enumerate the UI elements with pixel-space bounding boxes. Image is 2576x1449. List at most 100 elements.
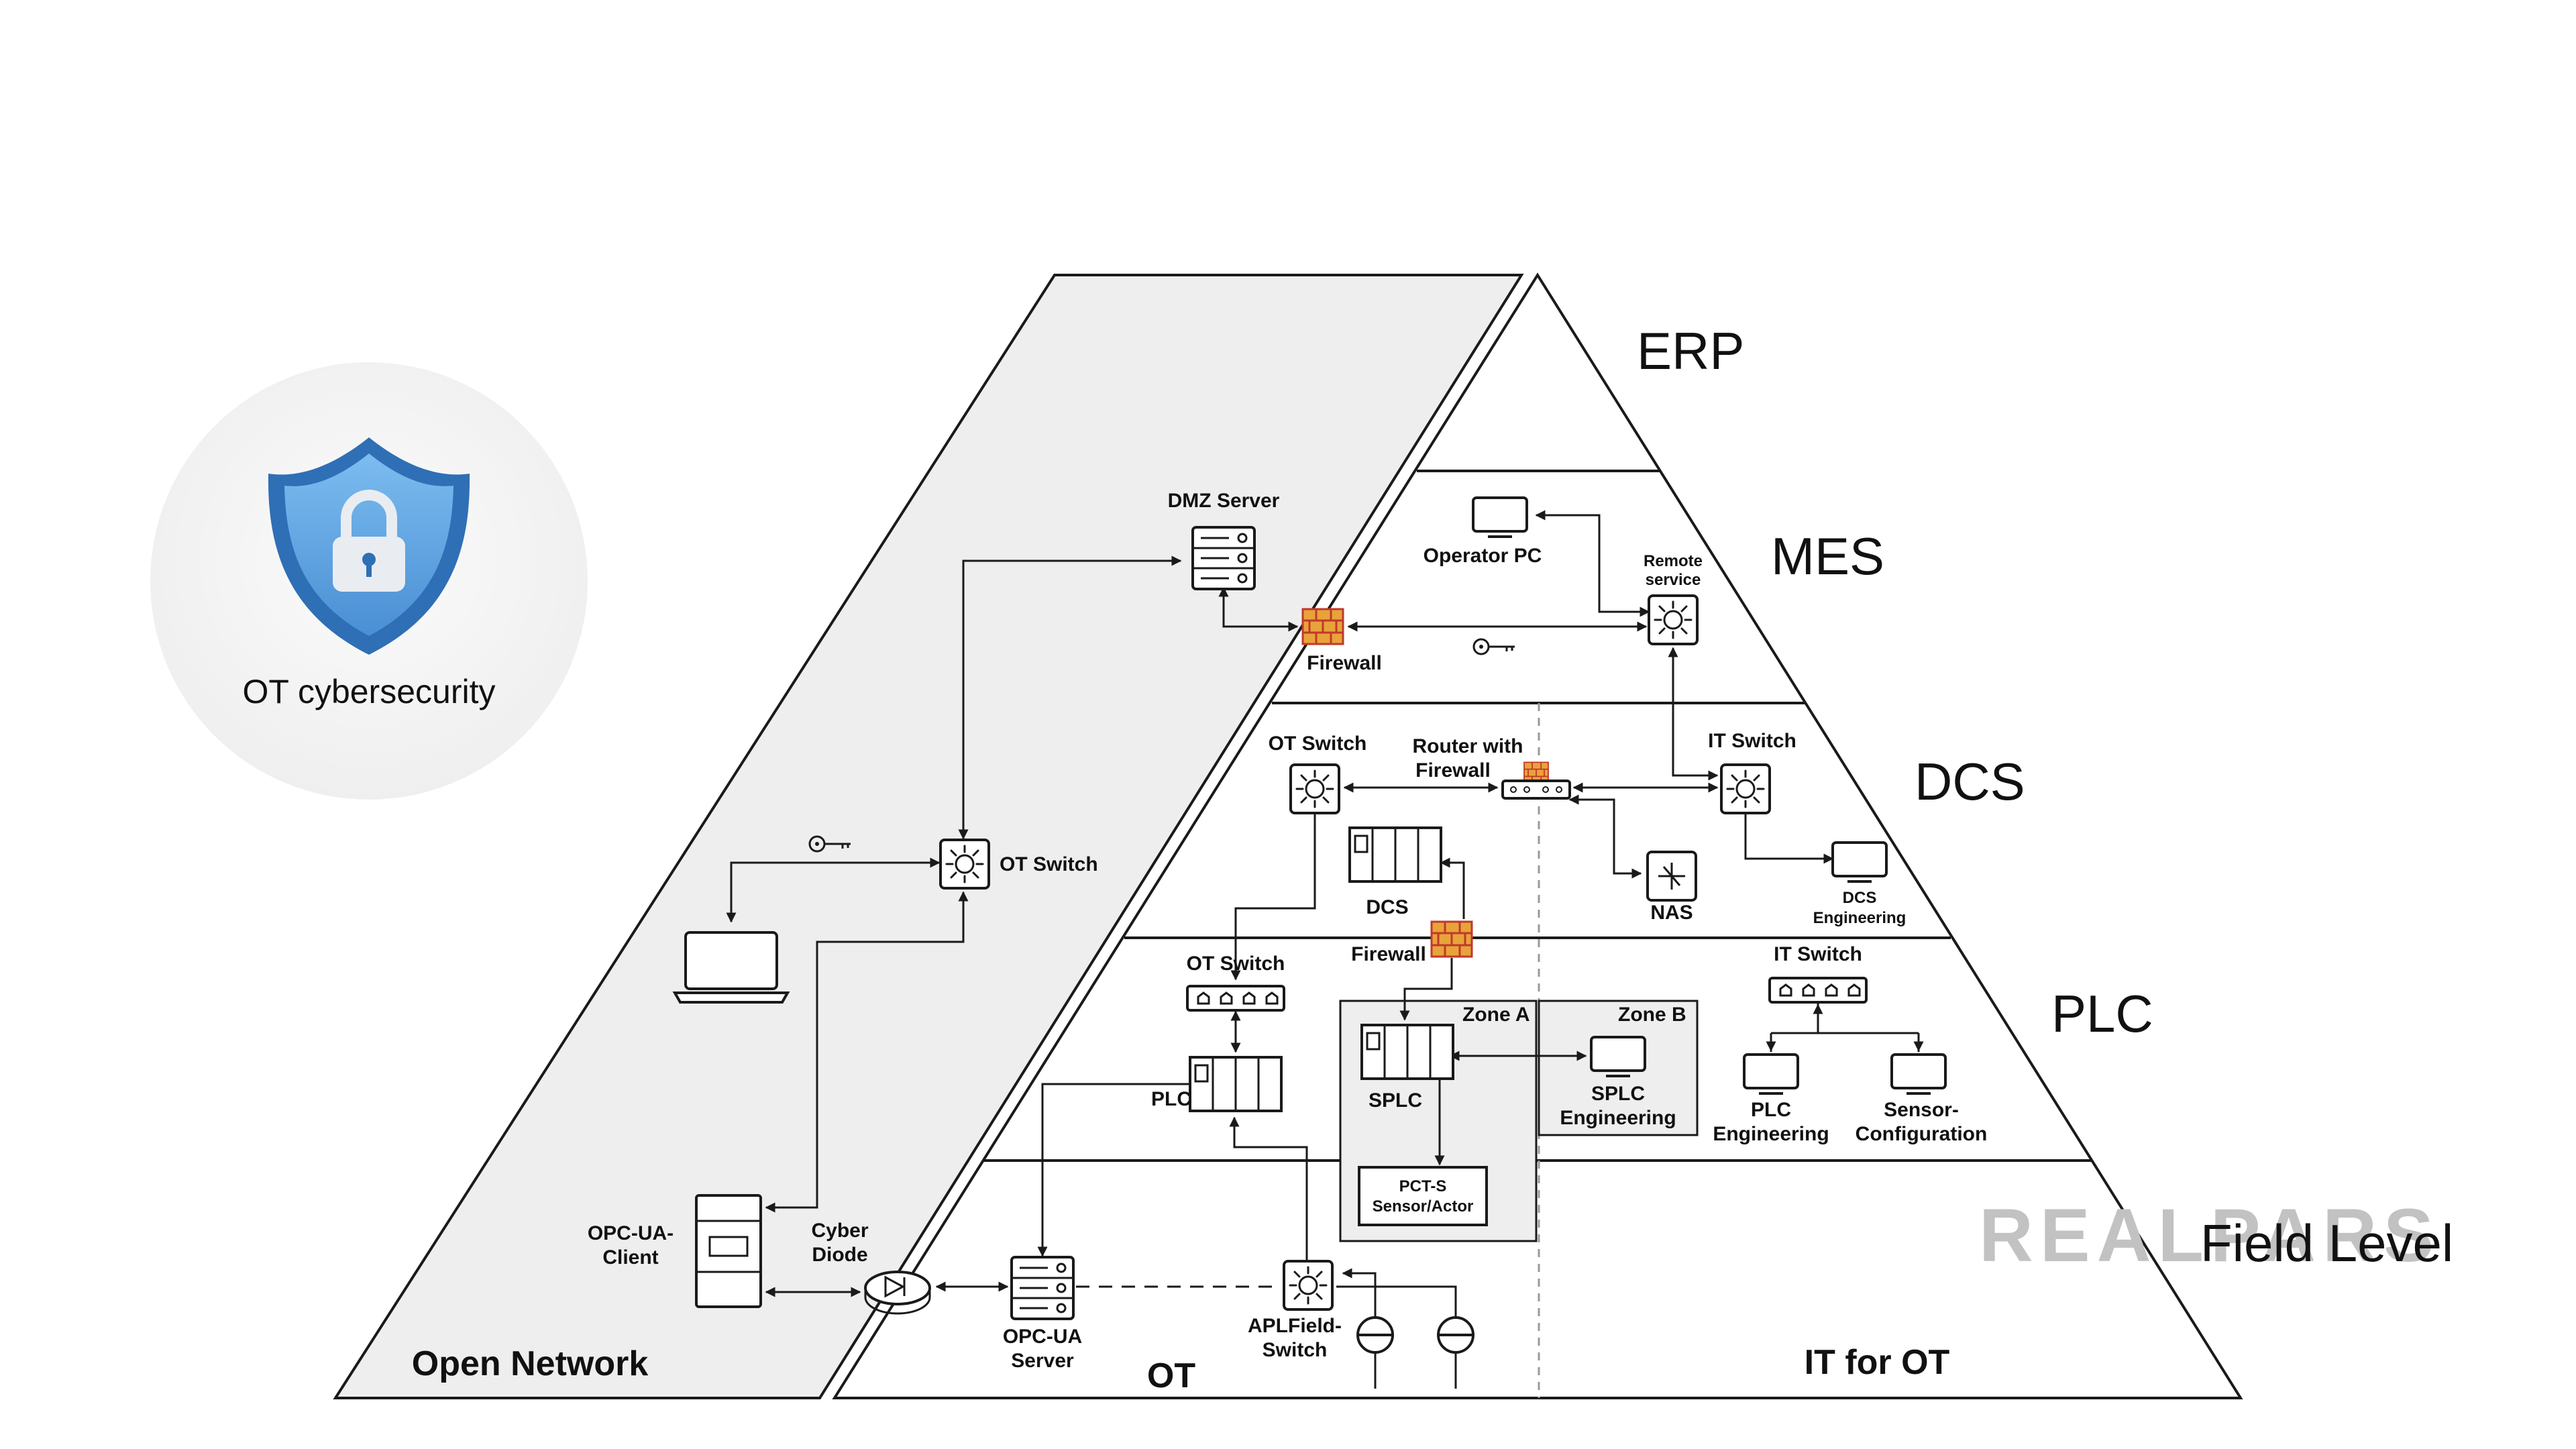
opc-client-label-line2: Client <box>602 1246 658 1269</box>
firewall-mes-label: Firewall <box>1307 652 1382 674</box>
apl-switch-label-line2: Switch <box>1263 1339 1328 1361</box>
apl-switch-label-line1: APLField- <box>1248 1315 1342 1337</box>
realpars-watermark: REALPARS <box>1979 1193 2440 1277</box>
server-icon <box>1010 1256 1075 1320</box>
ot-switch-open-network: OT Switch <box>939 839 1098 890</box>
switch-icon <box>1283 1260 1334 1311</box>
cyber-diode-label-line2: Diode <box>812 1244 867 1266</box>
monitor-icon <box>1590 1036 1646 1077</box>
splc-engineering: SPLC Engineering <box>1560 1036 1676 1129</box>
sensor-configuration: Sensor- Configuration <box>1856 1053 1988 1145</box>
switch-icon <box>1289 763 1340 814</box>
client-tower-icon <box>695 1194 762 1308</box>
splc-label: SPLC <box>1368 1089 1422 1112</box>
router-icon <box>1501 780 1571 800</box>
zone-a-label: Zone A <box>1462 1004 1530 1026</box>
pcts-label-line2: Sensor/Actor <box>1373 1197 1474 1216</box>
diode-icon <box>864 1271 931 1305</box>
cyber-diode: Cyber Diode <box>811 1220 931 1315</box>
monitor-icon <box>1472 496 1528 538</box>
firewall-icon <box>1430 920 1473 958</box>
apl-field-switch: APLField- Switch <box>1248 1260 1342 1361</box>
sensor-config-label-line2: Configuration <box>1856 1123 1988 1145</box>
dcs-controller: DCS <box>1348 826 1442 918</box>
it-switch-dcs: IT Switch <box>1708 730 1796 814</box>
ot-region-label: OT <box>1147 1356 1195 1395</box>
open-network-label: Open Network <box>412 1344 649 1383</box>
monitor-icon <box>1743 1053 1799 1095</box>
badge-label: OT cybersecurity <box>243 673 496 710</box>
dmz-server: DMZ Server <box>1168 490 1280 590</box>
controller-rack-icon <box>1360 1024 1454 1080</box>
it-for-ot-region-label: IT for OT <box>1805 1343 1950 1382</box>
dcs-label: DCS <box>1366 896 1408 918</box>
ot-switch-plc-label: OT Switch <box>1187 953 1285 975</box>
hub-switch-icon <box>1186 985 1285 1012</box>
splc-engineering-label-line1: SPLC <box>1591 1083 1645 1105</box>
plc-label: PLC <box>1151 1088 1191 1110</box>
operator-pc: Operator PC <box>1424 496 1542 567</box>
firewall-dcs-label: Firewall <box>1351 943 1426 965</box>
opc-server-label-line2: Server <box>1011 1350 1074 1372</box>
controller-rack-icon <box>1189 1056 1283 1112</box>
ot-switch-plc: OT Switch <box>1186 953 1285 1012</box>
opc-server-label-line1: OPC-UA <box>1003 1326 1082 1348</box>
shield-lock-icon <box>268 437 470 655</box>
it-switch-plc-label: IT Switch <box>1774 943 1862 965</box>
ot-switch-open-label: OT Switch <box>1000 853 1098 875</box>
plc-controller: PLC <box>1151 1056 1283 1112</box>
cybersecurity-badge: OT cybersecurity <box>150 362 588 800</box>
opc-client-label-line1: OPC-UA- <box>588 1222 674 1244</box>
pct-s-sensor-actor: PCT-S Sensor/Actor <box>1358 1166 1488 1226</box>
splc-engineering-label-line2: Engineering <box>1560 1107 1676 1129</box>
splc-controller: SPLC <box>1360 1024 1454 1112</box>
field-sensor-icon <box>1437 1316 1474 1354</box>
opc-ua-client: OPC-UA- Client <box>588 1194 762 1308</box>
dcs-engineering-label-line2: Engineering <box>1813 909 1907 927</box>
level-label-erp: ERP <box>1637 321 1744 380</box>
ot-switch-dcs: OT Switch <box>1269 733 1367 814</box>
ot-switch-dcs-label: OT Switch <box>1269 733 1367 755</box>
plc-engineering-label-line2: Engineering <box>1713 1123 1829 1145</box>
pcts-label-line1: PCT-S <box>1399 1177 1447 1195</box>
switch-icon <box>1720 763 1771 814</box>
connection-lines <box>726 510 1924 1389</box>
router-label-line1: Router with <box>1413 735 1523 757</box>
remote-service-switch: Remote service <box>1644 552 1703 645</box>
remote-service-label-line2: service <box>1646 571 1701 589</box>
firewall-mes: Firewall <box>1301 608 1382 674</box>
switch-icon <box>939 839 990 890</box>
router-with-firewall: Router with Firewall <box>1413 735 1571 800</box>
plc-engineering: PLC Engineering <box>1713 1053 1829 1145</box>
controller-rack-icon <box>1348 826 1442 883</box>
nas-label: NAS <box>1650 902 1693 924</box>
level-label-mes: MES <box>1771 527 1884 586</box>
laptop <box>672 931 790 1004</box>
level-label-plc: PLC <box>2051 984 2153 1043</box>
monitor-icon <box>1831 841 1888 883</box>
zone-b-label: Zone B <box>1618 1004 1686 1026</box>
switch-icon <box>1648 594 1699 645</box>
remote-service-label-line1: Remote <box>1644 552 1703 570</box>
firewall-dcs: Firewall <box>1351 920 1473 965</box>
level-label-field: Field Level <box>2200 1214 2453 1273</box>
monitor-icon <box>1890 1053 1947 1095</box>
laptop-icon <box>684 931 778 990</box>
level-label-dcs: DCS <box>1915 752 2025 811</box>
cyber-diode-label-line1: Cyber <box>811 1220 868 1242</box>
dcs-engineering-label-line1: DCS <box>1843 889 1877 907</box>
router-label-line2: Firewall <box>1415 759 1491 782</box>
opc-ua-server: OPC-UA Server <box>1003 1256 1082 1372</box>
dmz-server-label: DMZ Server <box>1168 490 1280 512</box>
hub-switch-icon <box>1768 977 1868 1004</box>
dcs-engineering: DCS Engineering <box>1813 841 1907 927</box>
nas: NAS <box>1646 851 1697 924</box>
field-sensor-icon <box>1356 1316 1394 1354</box>
it-switch-dcs-label: IT Switch <box>1708 730 1796 752</box>
sensor-config-label-line1: Sensor- <box>1884 1099 1959 1121</box>
firewall-icon <box>1301 608 1344 645</box>
operator-pc-label: Operator PC <box>1424 545 1542 567</box>
it-switch-plc: IT Switch <box>1768 943 1868 1004</box>
plc-engineering-label-line1: PLC <box>1751 1099 1791 1121</box>
